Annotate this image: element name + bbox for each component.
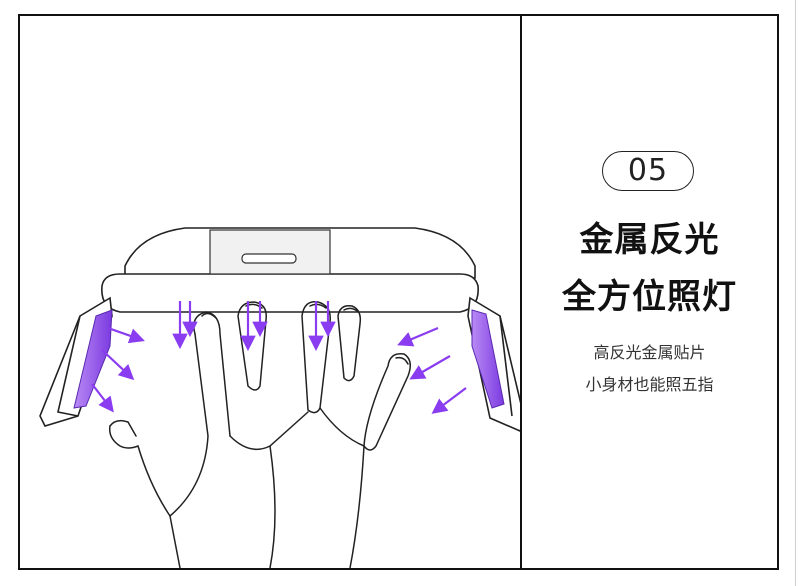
subtext-line-2: 小身材也能照五指 xyxy=(585,375,714,394)
headline-line-1: 金属反光 xyxy=(579,220,720,260)
hand-illustration xyxy=(108,301,411,568)
feature-text-panel: 05 金属反光 全方位照灯 高反光金属贴片 小身材也能照五指 xyxy=(522,16,777,568)
headline-line-2: 全方位照灯 xyxy=(562,277,737,317)
uv-arrow-icon xyxy=(107,326,145,344)
right-reflector-pad xyxy=(471,309,505,409)
page-edge-line xyxy=(795,0,796,586)
uv-arrow-icon xyxy=(431,387,467,414)
feature-number-badge: 05 xyxy=(602,151,694,191)
left-reflector-pad xyxy=(73,309,113,409)
product-feature-frame: 05 金属反光 全方位照灯 高反光金属贴片 小身材也能照五指 xyxy=(18,14,779,570)
lamp-and-hand-drawing xyxy=(39,227,520,568)
nail-lamp-illustration xyxy=(20,16,522,568)
subtext-line-1: 高反光金属贴片 xyxy=(593,343,706,362)
uv-arrow-icon xyxy=(409,355,451,380)
uv-arrow-icon xyxy=(397,326,439,347)
uv-arrow-icon xyxy=(91,383,114,413)
uv-arrows xyxy=(91,301,467,414)
uv-arrow-icon xyxy=(101,349,135,381)
